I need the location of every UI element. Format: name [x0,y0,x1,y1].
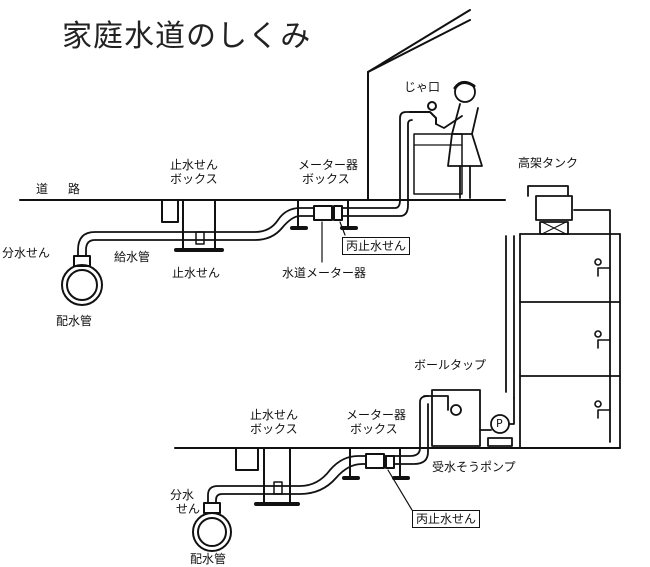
branch-valve-label-bottom-1: 分水 [170,488,195,502]
ball-tap-label: ボールタップ [414,358,487,372]
stopcock-label-top: 止水せん [172,266,221,280]
faucet-label: じゃ口 [404,80,441,94]
meter-box-label-bottom-1: メーター器 [346,408,407,422]
elevated-tank-label: 高架タンク [518,156,579,170]
supply-pipe-bottom [207,395,429,506]
water-meter-label: 水道メーター器 [282,266,367,280]
branch-valve-label-bottom-2: せん [176,502,201,516]
main-pipe-label-top: 配水管 [56,314,93,328]
building-taps [594,258,611,419]
supply-pipe-label: 給水管 [114,250,151,264]
woman-figure [435,81,483,199]
pump-label: 受水そうポンプ [432,460,516,474]
meter-box-label-top-1: メーター器 [298,158,359,172]
meter-box-label-top-2: ボックス [302,172,350,186]
main-pipe-label-bottom: 配水管 [190,552,227,566]
pump-symbol: P [496,417,503,430]
meter-box-top [290,199,358,263]
stopcock-box-label-top-1: 止水せん [170,158,219,172]
branch-valve-label-top: 分水せん [2,246,51,260]
road-label: 道 路 [36,182,88,196]
house-roof [367,9,471,201]
meter-box-bottom [342,447,413,511]
receiving-tank-pump [423,389,515,447]
stopcock-box-label-bottom-1: 止水せん [250,408,299,422]
stopcock-box-label-top-2: ボックス [170,172,218,186]
main-pipe-top [61,255,103,306]
stopcock-box-top [161,199,224,252]
meter-box-label-bottom-2: ボックス [350,422,398,436]
supply-pipe-top [77,111,413,259]
check-valve-label-bottom: 丙止水せん [412,510,481,528]
check-valve-label-top: 丙止水せん [342,237,411,255]
faucet-top [409,101,463,195]
stopcock-box-bottom [235,447,300,506]
main-pipe-bottom [192,502,232,552]
building-tank [505,185,621,449]
stopcock-box-label-bottom-2: ボックス [250,422,298,436]
diagram-title: 家庭水道のしくみ [62,19,312,54]
